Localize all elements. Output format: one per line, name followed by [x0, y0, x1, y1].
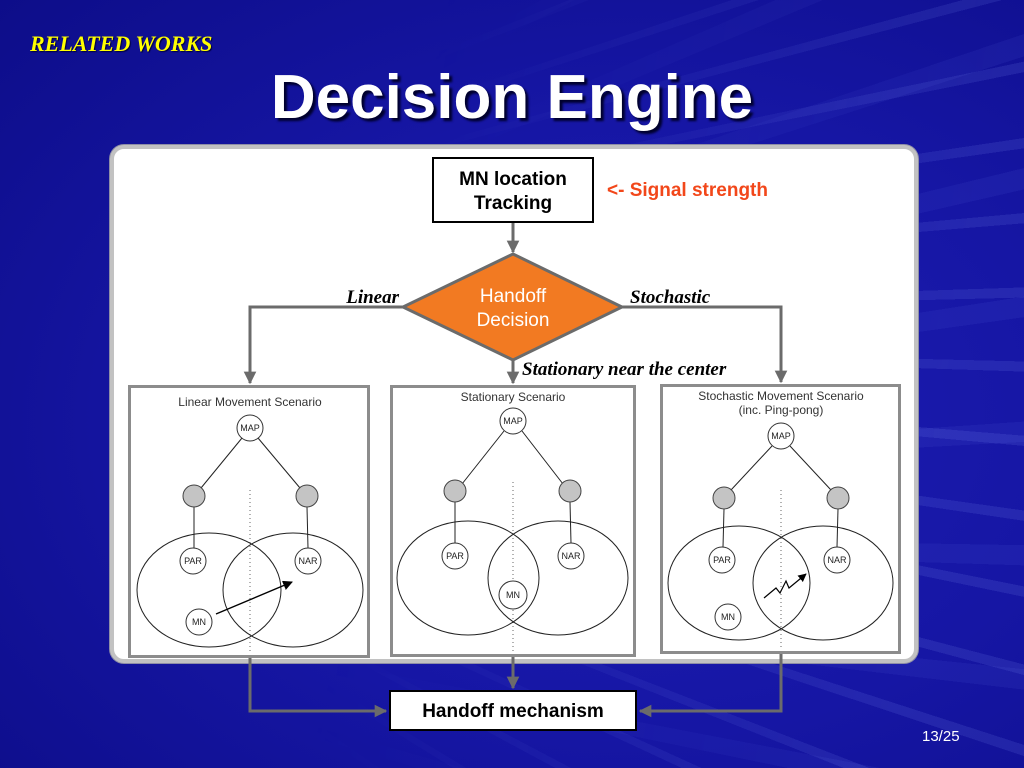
connector-linear-to-mechanism	[248, 658, 388, 718]
connector-stochastic-branch	[621, 305, 788, 384]
section-label: RELATED WORKS	[30, 31, 213, 56]
tree-link	[306, 506, 309, 549]
tree-link	[730, 445, 773, 491]
map-node-label: MAP	[771, 431, 791, 441]
router-node	[558, 479, 582, 503]
branch-label-stationary: Stationary near the center	[522, 359, 727, 380]
mn-node	[498, 580, 528, 610]
tree-link	[569, 501, 572, 544]
branch-label-linear: Linear	[345, 287, 399, 308]
mn-node	[714, 603, 742, 631]
router-node	[295, 484, 319, 508]
movement-arrow	[215, 580, 293, 615]
mechanism-box-frame	[389, 690, 637, 731]
scenario-subtitle: (inc. Ping-pong)	[739, 403, 824, 417]
par-coverage-area	[667, 525, 811, 641]
map-node-label: MAP	[240, 423, 260, 433]
tree-link	[789, 445, 832, 491]
signal-strength-note: <- Signal strength	[607, 180, 768, 201]
scenario-title: Stochastic Movement Scenario	[698, 389, 864, 403]
tracking-box-label: MN location	[459, 169, 567, 190]
router-node	[712, 486, 736, 510]
scenario-linear-movement: Linear Movement Scenario MAP PAR NAR MN	[128, 385, 370, 658]
par-coverage-area	[136, 532, 282, 648]
nar-coverage-area	[752, 525, 894, 641]
scenario-stochastic-movement: Stochastic Movement Scenario (inc. Ping-…	[660, 384, 901, 654]
tree-link	[722, 508, 725, 548]
decision-label: Handoff	[480, 286, 547, 307]
mechanism-box: Handoff mechanism	[389, 690, 637, 731]
nar-node-label: NAR	[827, 555, 847, 565]
tracking-box-frame	[432, 157, 594, 223]
connector-linear-branch	[243, 305, 404, 385]
map-node	[767, 422, 795, 450]
nar-node	[557, 542, 585, 570]
tree-link	[836, 508, 839, 548]
par-node-label: PAR	[446, 551, 464, 561]
decision-label: Decision	[477, 310, 550, 331]
mechanism-box-label: Handoff mechanism	[422, 701, 604, 722]
connector-stochastic-to-mechanism	[638, 654, 783, 718]
nar-node	[823, 546, 851, 574]
nar-coverage-area	[487, 520, 629, 636]
page-number: 13/25	[922, 728, 960, 745]
mn-node-label: MN	[721, 612, 735, 622]
scenario-title: Linear Movement Scenario	[178, 395, 322, 409]
tree-link	[521, 430, 564, 485]
ping-pong-arrow	[763, 573, 807, 599]
router-node	[443, 479, 467, 503]
router-node	[182, 484, 206, 508]
slide-title: Decision Engine	[270, 63, 754, 132]
nar-node-label: NAR	[561, 551, 581, 561]
router-node	[826, 486, 850, 510]
map-node	[499, 407, 527, 435]
par-node-label: PAR	[713, 555, 731, 565]
tree-link	[461, 430, 505, 485]
tree-link	[200, 437, 243, 489]
tracking-box: MN location Tracking	[432, 157, 594, 223]
tracking-box-label: Tracking	[474, 193, 552, 214]
connectors	[243, 223, 788, 718]
par-node	[708, 546, 736, 574]
mn-node-label: MN	[192, 617, 206, 627]
tree-link	[257, 437, 301, 489]
decision-diamond	[399, 252, 626, 362]
scenario-stationary: Stationary Scenario MAP PAR NAR MN	[390, 385, 636, 657]
mn-node	[185, 608, 213, 636]
par-node-label: PAR	[184, 556, 202, 566]
par-coverage-area	[396, 520, 540, 636]
nar-coverage-area	[222, 532, 364, 648]
scenario-title: Stationary Scenario	[461, 390, 566, 404]
map-node-label: MAP	[503, 416, 523, 426]
par-node	[179, 547, 207, 575]
par-node	[441, 542, 469, 570]
nar-node-label: NAR	[298, 556, 318, 566]
handoff-decision: Handoff Decision	[399, 252, 626, 362]
branch-label-stochastic: Stochastic	[630, 287, 711, 308]
mn-node-label: MN	[506, 590, 520, 600]
nar-node	[294, 547, 322, 575]
map-node	[236, 414, 264, 442]
